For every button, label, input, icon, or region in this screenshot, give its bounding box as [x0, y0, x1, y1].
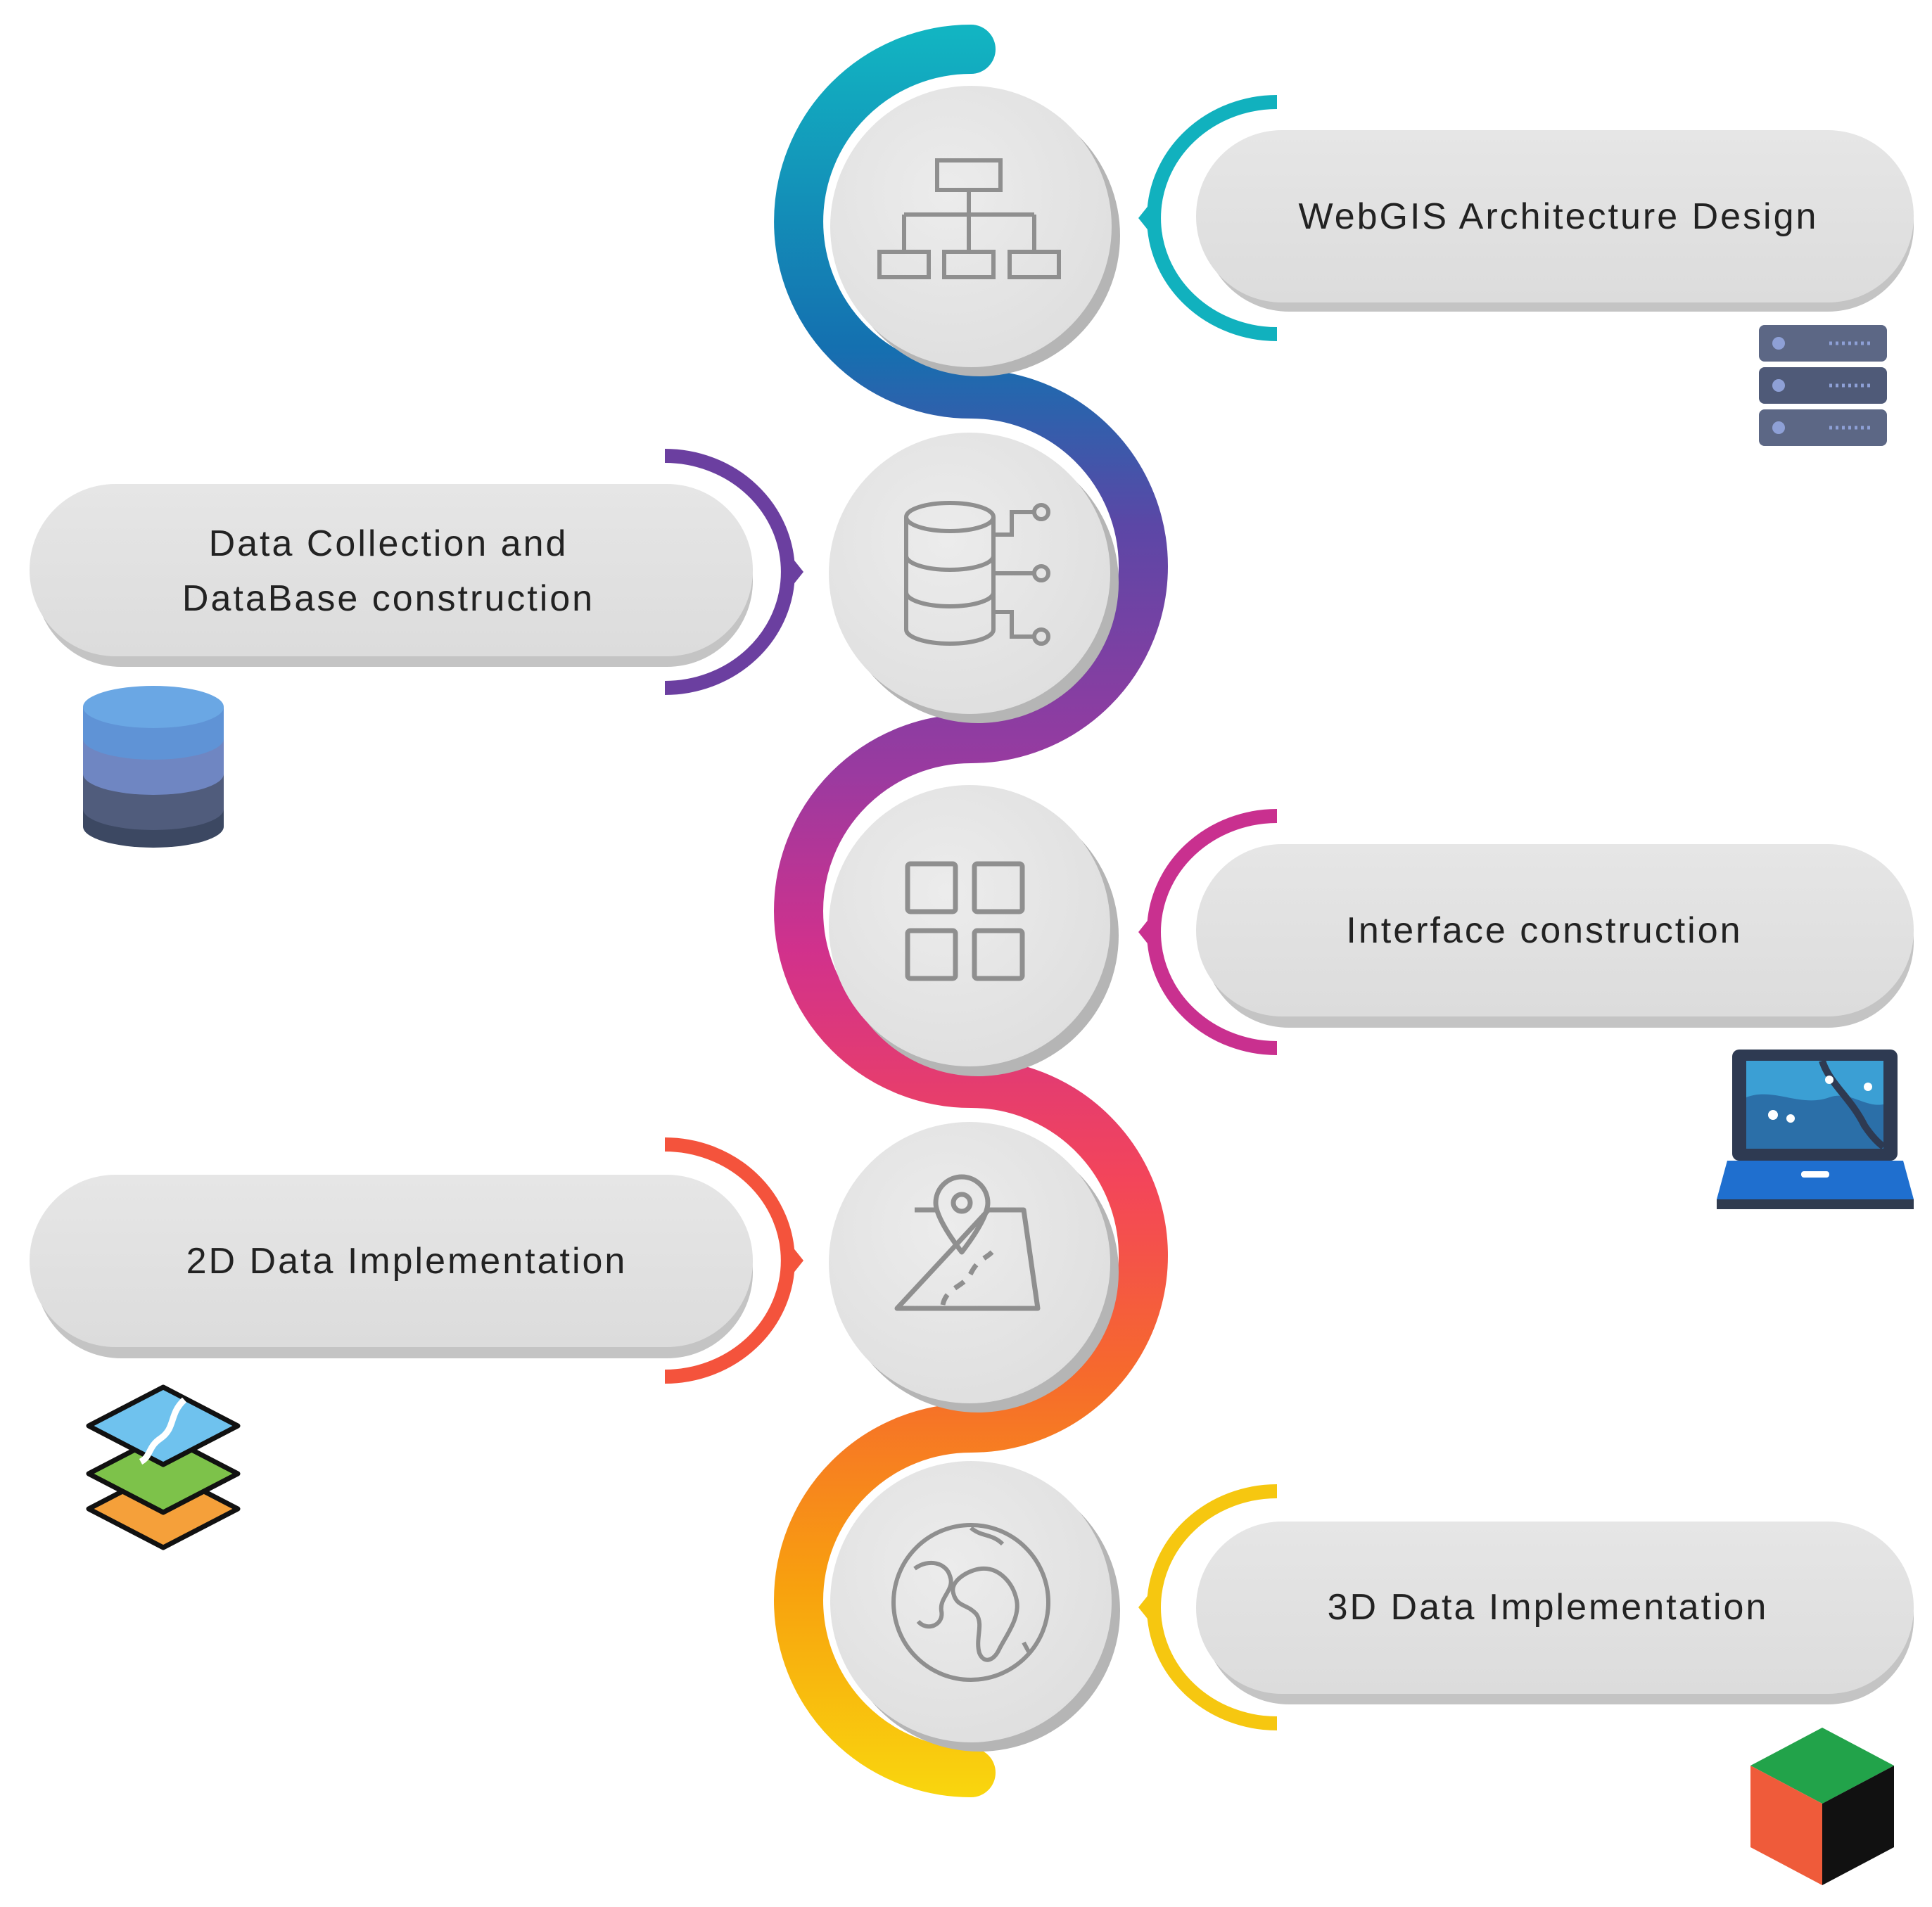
- step-circle-3: [829, 785, 1119, 1076]
- laptop-map-icon: [1717, 1050, 1914, 1209]
- step-label-2-line-1: Data Collection and: [209, 523, 568, 564]
- step-pill-1: WebGIS Architecture Design: [1196, 130, 1914, 312]
- database-network-icon: [904, 501, 1050, 646]
- map-pin-icon: [894, 1174, 1041, 1311]
- step-circle-4: [829, 1122, 1119, 1412]
- step-pill-5: 3D Data Implementation: [1196, 1522, 1914, 1704]
- step-circle-5: [830, 1461, 1120, 1752]
- step-label-2-line-2: DataBase construction: [182, 578, 595, 619]
- step-circle-2: [829, 433, 1119, 723]
- step-pill-4: 2D Data Implementation: [30, 1175, 753, 1358]
- sitemap-icon: [877, 158, 1061, 279]
- step-pill-2: Data Collection and DataBase constructio…: [30, 484, 753, 667]
- connector-5: [1138, 1484, 1278, 1730]
- step-label-1: WebGIS Architecture Design: [1299, 196, 1819, 237]
- database-icon: [83, 686, 224, 848]
- step-circle-1: [830, 86, 1120, 376]
- connector-1: [1138, 95, 1278, 341]
- grid-apps-icon: [905, 861, 1025, 981]
- connector-4: [664, 1137, 803, 1384]
- step-label-3: Interface construction: [1346, 910, 1742, 951]
- map-layers-icon: [86, 1384, 241, 1550]
- server-stack-icon: [1759, 325, 1887, 446]
- cube-icon: [1750, 1728, 1894, 1885]
- connector-3: [1138, 809, 1278, 1055]
- step-label-4: 2D Data Implementation: [186, 1241, 628, 1282]
- step-pill-3: Interface construction: [1196, 844, 1914, 1028]
- gradient-ribbon: [774, 25, 1168, 1797]
- step-label-5: 3D Data Implementation: [1328, 1587, 1769, 1628]
- globe-icon: [891, 1523, 1050, 1682]
- connector-2: [664, 449, 803, 695]
